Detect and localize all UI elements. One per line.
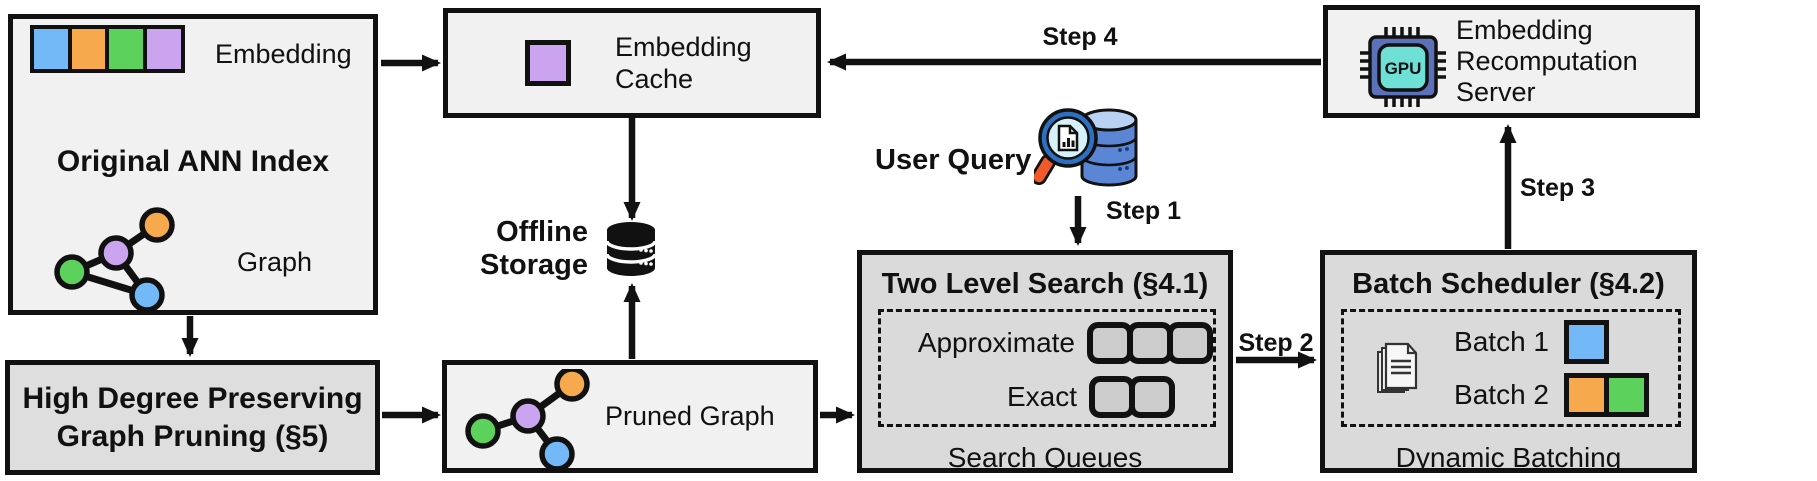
pruned-graph-box: Pruned Graph (442, 360, 818, 473)
batch-item-green (1604, 373, 1649, 417)
two-level-search-title: Two Level Search (§4.1) (881, 268, 1209, 300)
batch-item-blue (1564, 320, 1609, 364)
cached-embedding-chip (525, 40, 571, 86)
queue-slot (1129, 376, 1175, 418)
offline-storage-label: Offline Storage (480, 216, 588, 281)
user-query-label: User Query (875, 144, 1032, 176)
graph-icon (54, 207, 175, 313)
recomputation-server-title: Embedding Recomputation Server (1456, 15, 1638, 107)
batch1-row: Batch 1 (1344, 320, 1678, 364)
approximate-label: Approximate (917, 327, 1075, 358)
gpu-chip-icon: GPU (1360, 27, 1446, 107)
step1-label: Step 1 (1106, 197, 1182, 225)
embedding-vector-icon (30, 25, 185, 73)
batch2-row: Batch 2 (1344, 373, 1678, 417)
search-queues-panel: Approximate Exact (878, 309, 1216, 427)
batch-scheduler-title: Batch Scheduler (§4.2) (1352, 268, 1665, 300)
embedding-chip-green (105, 25, 147, 73)
pruned-graph-title: Pruned Graph (605, 401, 775, 431)
batch2-items (1564, 373, 1649, 417)
embedding-cache-box: Embedding Cache (443, 8, 821, 118)
search-queues-footer: Search Queues (947, 442, 1143, 473)
embedding-chip-purple (142, 25, 185, 73)
exact-queue-slots (1089, 376, 1175, 418)
two-level-search-box: Two Level Search (§4.1) Approximate Exac… (857, 250, 1233, 473)
embedding-chip-blue (30, 25, 72, 73)
dynamic-batching-panel: Batch 1 Batch 2 (1341, 309, 1681, 427)
dynamic-batching-footer: Dynamic Batching (1395, 442, 1622, 473)
gpu-chip-label: GPU (1385, 59, 1422, 78)
recomputation-server-box: GPU Embedding Recomputation Server (1323, 5, 1700, 118)
embedding-chip-orange (67, 25, 110, 73)
exact-queue-row: Exact (881, 375, 1213, 419)
graph-label: Graph (237, 247, 313, 277)
batch-scheduler-box: Batch Scheduler (§4.2) Batch 1 (1320, 250, 1697, 473)
batch1-items (1564, 320, 1609, 364)
batch-item-orange (1564, 373, 1609, 417)
step3-label: Step 3 (1520, 174, 1596, 202)
step2-label: Step 2 (1238, 329, 1314, 357)
pruned-graph-icon (465, 369, 590, 472)
query-magnifier-database-icon (1034, 108, 1138, 187)
step4-label: Step 4 (1042, 23, 1118, 51)
batch1-label: Batch 1 (1454, 326, 1549, 357)
exact-label: Exact (1006, 381, 1077, 412)
database-icon (605, 222, 657, 276)
queue-slot (1167, 322, 1213, 364)
embedding-cache-title: Embedding Cache (615, 32, 752, 94)
batch2-label: Batch 2 (1454, 379, 1549, 410)
approximate-queue-row: Approximate (881, 321, 1213, 365)
graph-pruning-box: High Degree Preserving Graph Pruning (§5… (5, 360, 380, 475)
documents-icon (1377, 342, 1418, 393)
original-ann-index-box: Embedding Original ANN Index Graph (8, 14, 378, 315)
embedding-label: Embedding (215, 39, 352, 69)
original-ann-index-title: Original ANN Index (56, 145, 330, 178)
approximate-queue-slots (1087, 322, 1213, 364)
graph-pruning-title: High Degree Preserving Graph Pruning (§5… (22, 381, 363, 453)
